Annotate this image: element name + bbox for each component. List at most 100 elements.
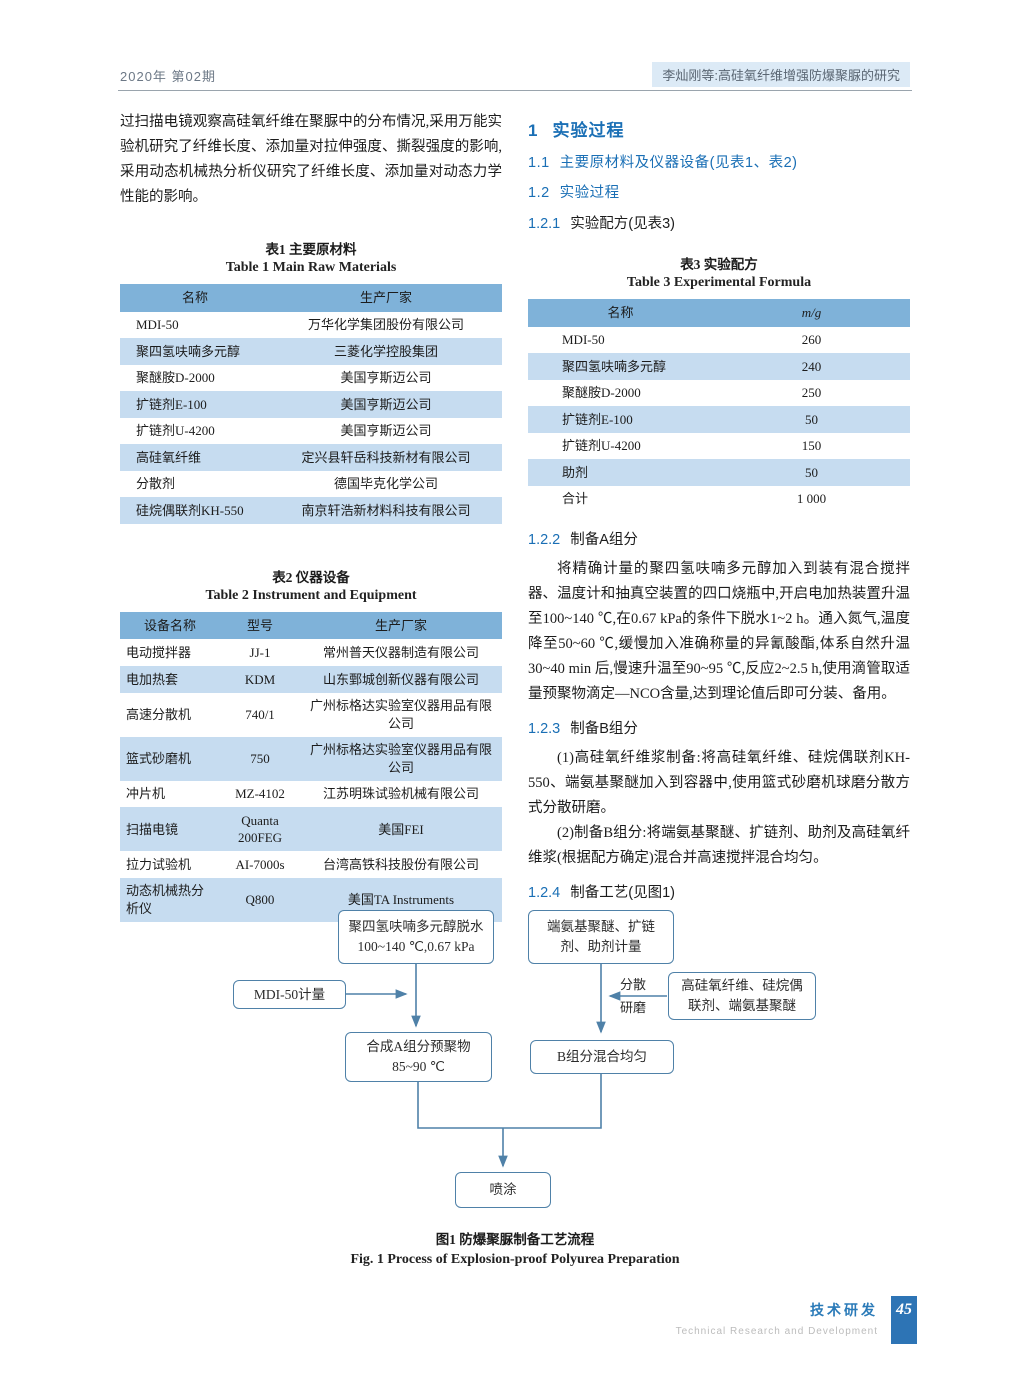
table-cell: 电加热套 xyxy=(120,666,220,693)
table1-title-cn: 表1 主要原材料 xyxy=(265,242,357,257)
table-cell: 740/1 xyxy=(245,706,275,722)
figure1-caption-cn: 图1 防爆聚脲制备工艺流程 xyxy=(435,1232,595,1247)
section-number: 1.2.3 xyxy=(528,721,561,738)
table-cell: 助剂 xyxy=(528,459,713,486)
section-title: 主要原材料及仪器设备(见表1、表2) xyxy=(559,155,798,171)
table-cell: 广州标格达实验室仪器用品有限公司 xyxy=(309,698,492,731)
column-header: 生产厂家 xyxy=(300,611,502,640)
table-cell: MDI-50 xyxy=(136,317,179,333)
table-row: 聚四氢呋喃多元醇三菱化学控股集团 xyxy=(120,338,502,365)
column-header: m/g xyxy=(713,299,910,327)
section-number: 1 xyxy=(528,121,539,140)
column-header: 设备名称 xyxy=(120,611,220,640)
section-title: 实验过程 xyxy=(559,185,620,201)
table-cell: 动态机械热分析仪 xyxy=(120,877,220,923)
table-cell: 扩链剂E-100 xyxy=(120,391,270,418)
table-row: 合计 1 000 xyxy=(528,486,910,513)
fiber-slurry-paragraph: (1)高硅氧纤维浆制备:将高硅氧纤维、硅烷偶联剂KH-550、端氨基聚醚加入到容… xyxy=(528,750,910,817)
table-cell: 扩链剂U-4200 xyxy=(136,423,215,439)
table-cell: 扫描电镜 xyxy=(120,807,220,852)
table-cell: 合计 xyxy=(562,491,589,507)
section-number: 1.1 xyxy=(528,155,550,171)
section-title: 制备A组分 xyxy=(570,532,638,549)
table-cell: 万华化学集团股份有限公司 xyxy=(307,317,464,333)
section-number: 1.2.1 xyxy=(528,216,561,232)
table-cell: 拉力试验机 xyxy=(126,856,192,872)
table-cell: MZ-4102 xyxy=(235,786,285,802)
table-cell: 750 xyxy=(220,736,300,781)
section-title: 实验过程 xyxy=(552,121,625,140)
table1-title-en: Table 1 Main Raw Materials xyxy=(225,260,397,275)
table-cell: 扩链剂E-100 xyxy=(528,406,713,433)
section-1-heading: 1 实验过程 xyxy=(528,116,910,141)
footer-section-title: 技术研发 xyxy=(810,1302,878,1318)
flow-box-dehydration: 聚四氢呋喃多元醇脱水 100~140 ℃,0.67 kPa xyxy=(338,910,494,964)
table-cell: AI-7000s xyxy=(235,856,285,872)
table-cell: 德国毕克化学公司 xyxy=(333,476,438,492)
journal-issue: 2020年 第02期 xyxy=(120,69,216,84)
footer-section-subtitle: Technical Research and Development xyxy=(675,1326,878,1337)
table-row: 分散剂德国毕克化学公司 xyxy=(120,471,502,498)
table-row: 扩链剂U-4200 150 xyxy=(528,433,910,460)
section-number: 1.2.4 xyxy=(528,885,561,902)
table-cell: 1 000 xyxy=(796,491,827,507)
table-cell: 美国FEI xyxy=(300,807,502,852)
preparation-b-paragraph: (2)制备B组分:将端氨基聚醚、扩链剂、助剂及高硅氧纤维浆(根据配方确定)混合并… xyxy=(528,825,910,867)
table-cell: 硅烷偶联剂KH-550 xyxy=(120,497,270,524)
table-row: 拉力试验机 AI-7000s 台湾高铁科技股份有限公司 xyxy=(120,851,502,878)
flow-label-grind: 研磨 xyxy=(620,1000,647,1015)
flow-box-mdi-metering: MDI-50计量 xyxy=(233,980,346,1009)
table-cell: 广州标格达实验室仪器用品有限公司 xyxy=(300,736,502,781)
section-1-2-1-heading: 1.2.1 实验配方(见表3) xyxy=(528,212,910,233)
table-cell: 50 xyxy=(713,459,910,486)
table-cell: 260 xyxy=(801,332,822,348)
flow-box-spray: 喷涂 xyxy=(455,1172,551,1208)
flow-box-fiber: 高硅氧纤维、硅烷偶 联剂、端氨基聚醚 xyxy=(668,972,816,1020)
table-cell: 150 xyxy=(801,438,822,454)
table-cell: 台湾高铁科技股份有限公司 xyxy=(322,856,479,872)
table-cell: 聚醚胺D-2000 xyxy=(562,385,641,401)
table-cell: 常州普天仪器制造有限公司 xyxy=(322,644,479,660)
section-number: 1.2.2 xyxy=(528,532,561,549)
right-column: 1 实验过程 1.1 主要原材料及仪器设备(见表1、表2) 1.2 实验过程 1.2.… xyxy=(528,110,910,910)
table-cell: 高硅氧纤维 xyxy=(120,444,270,471)
table-cell: Quanta 200FEG xyxy=(220,807,300,852)
table-cell: 山东鄄城创新仪器有限公司 xyxy=(300,666,502,693)
flow-label-disperse: 分散 xyxy=(620,977,647,992)
section-1-1-heading: 1.1 主要原材料及仪器设备(见表1、表2) xyxy=(528,151,910,172)
table-cell: 聚四氢呋喃多元醇 xyxy=(528,353,713,380)
table-cell: 南京轩浩新材料科技有限公司 xyxy=(270,497,502,524)
column-header: 名称 xyxy=(528,299,713,327)
section-title: 制备B组分 xyxy=(570,721,638,738)
table-cell: 240 xyxy=(713,353,910,380)
section-number: 1.2 xyxy=(528,185,550,201)
table-cell: 聚四氢呋喃多元醇 xyxy=(120,338,270,365)
section-1-2-2-heading: 1.2.2 制备A组分 xyxy=(528,528,910,549)
running-title: 李灿刚等:高硅氧纤维增强防爆聚脲的研究 xyxy=(652,62,910,87)
left-column: 过扫描电镜观察高硅氧纤维在聚脲中的分布情况,采用万能实验机研究了纤维长度、添加量… xyxy=(120,110,502,923)
table-cell: 扩链剂U-4200 xyxy=(562,438,641,454)
table-row: 聚醚胺D-2000 250 xyxy=(528,380,910,407)
table-cell: 250 xyxy=(801,385,822,401)
table-cell: KDM xyxy=(220,666,300,693)
table-cell: 电动搅拌器 xyxy=(126,644,192,660)
table-cell: 江苏明珠试验机械有限公司 xyxy=(322,786,479,802)
column-header: 型号 xyxy=(220,611,300,640)
section-title: 实验配方(见表3) xyxy=(570,216,675,232)
